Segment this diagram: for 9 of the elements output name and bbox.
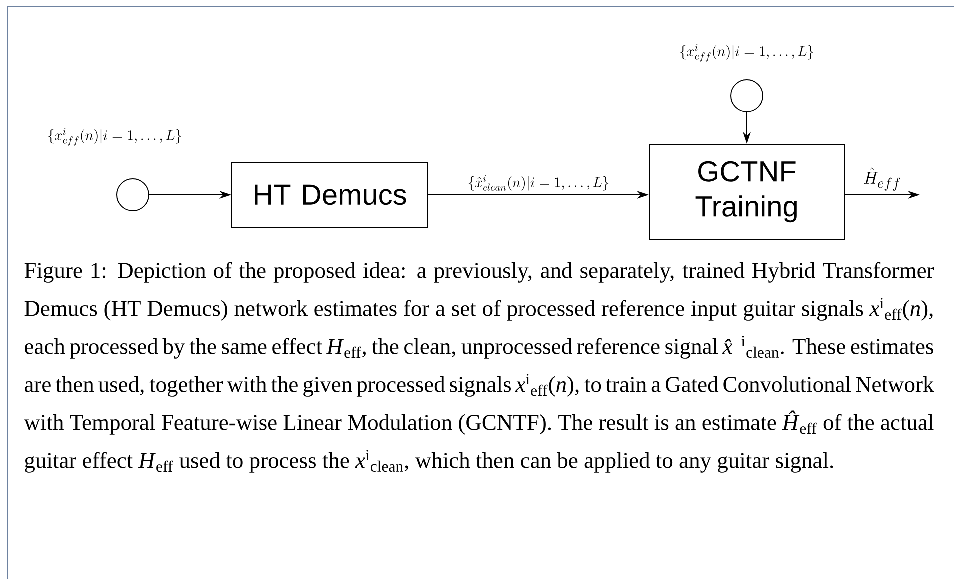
input-circle [730,80,764,112]
process-box: GCTNF Training [649,144,845,240]
input-circle [116,178,150,212]
edge-label: $\hat{H}_{eff}$ [862,166,903,192]
process-box: HT Demucs [232,162,428,228]
figure-caption: Figure 1: Depiction of the proposed idea: a previously, and separately, trained Hybrid Transformer Demucs (HT Demucs) network estimates for a set of processed reference input guitar signals x$^{i}$$_{eff}$(n), each processed by the same effect H$_{eff}$, the clean, unprocessed reference signal x̂$^{i}$$_{clean}$. These estimates are then used, together with the given processed signals x$^{i}$$_{eff}$(n), to train a Gated Convolutional Network with Temporal Feature-wise Linear Modulation (GCNTF). The result is an estimate Ĥ$_{eff}$ of the actual guitar effect H$_{eff}$ used to process the x$^{i}$$_{clean}$, which then can be applied to any guitar signal. [24,262,934,473]
edge-label: $\{\hat{x}^i_{clean}(n) | i=1,\ldots,L\}$ [466,174,611,192]
signal-label: $\{x^i_{eff}(n) | i=1,\ldots,L\}$ [48,128,182,146]
signal-label: $\{x^i_{eff}(n) | i=1,\ldots,L\}$ [680,44,814,62]
